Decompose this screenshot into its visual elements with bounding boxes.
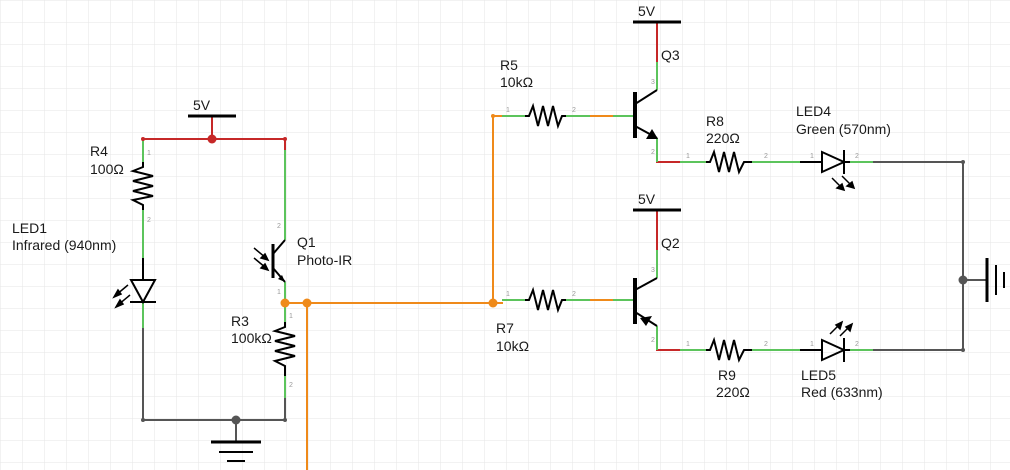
r8-value: 220Ω: [706, 130, 740, 146]
r4-ref: R4: [90, 143, 108, 159]
wire-gnd-left: [142, 327, 286, 421]
wire-gnd-right: [872, 161, 964, 351]
endpoint-dots: [141, 114, 965, 422]
ground-symbol-right: [985, 258, 1005, 302]
svg-text:2: 2: [855, 153, 859, 160]
junctions: [207, 134, 968, 425]
q1-value: Photo-IR: [297, 252, 352, 268]
led5-ref: LED5: [801, 367, 836, 383]
resistor-r8[interactable]: 1 2 R8 220Ω: [686, 113, 768, 175]
led5-emission-arrows: [829, 320, 854, 337]
junction-gnd-left: [231, 415, 241, 425]
led5-red[interactable]: 1 2 LED5 Red (633nm): [800, 320, 883, 400]
led1-ref: LED1: [12, 220, 47, 236]
svg-text:2: 2: [764, 341, 768, 348]
power-rail-q2: 5V: [633, 191, 681, 212]
resistor-r4[interactable]: 1 2 R4 100Ω: [90, 143, 154, 224]
signal-wires: [284, 115, 614, 470]
svg-text:1: 1: [506, 107, 510, 114]
led5-value: Red (633nm): [801, 384, 883, 400]
q3-ref: Q3: [661, 47, 680, 63]
led4-green[interactable]: 1 2 LED4 Green (570nm): [796, 103, 891, 192]
led4-emission-arrows: [831, 175, 856, 192]
svg-text:2: 2: [147, 217, 151, 224]
junction-q1-emitter: [280, 298, 290, 308]
power-label-q3: 5V: [638, 3, 656, 19]
svg-text:1: 1: [810, 341, 814, 348]
svg-text:1: 1: [506, 291, 510, 298]
r5-value: 10kΩ: [500, 74, 533, 90]
junction-5v: [207, 134, 217, 144]
output-wires: [656, 21, 681, 351]
r9-ref: R9: [718, 367, 736, 383]
svg-text:1: 1: [289, 313, 293, 320]
component-leads: [142, 62, 873, 398]
led4-ref: LED4: [796, 103, 831, 119]
r7-ref: R7: [496, 320, 514, 336]
q1-light-arrows: [253, 247, 270, 272]
led1-infrared[interactable]: LED1 Infrared (940nm): [12, 220, 157, 309]
svg-text:1: 1: [277, 289, 281, 296]
resistor-r9[interactable]: 1 2 R9 220Ω: [686, 336, 768, 400]
ground-symbol-left: [211, 440, 261, 462]
svg-text:1: 1: [810, 153, 814, 160]
r5-ref: R5: [500, 57, 518, 73]
transistor-q3[interactable]: 3 2 Q3: [633, 47, 680, 156]
resistor-r3[interactable]: 1 2 R3 100kΩ: [231, 313, 296, 389]
r3-value: 100kΩ: [231, 330, 272, 346]
r4-value: 100Ω: [90, 161, 124, 177]
junction-gnd-right: [958, 275, 968, 285]
svg-text:2: 2: [651, 337, 655, 344]
svg-text:1: 1: [686, 341, 690, 348]
svg-text:2: 2: [289, 382, 293, 389]
led1-value: Infrared (940nm): [12, 237, 116, 253]
resistor-r5[interactable]: 1 2 R5 10kΩ: [500, 57, 576, 130]
led1-emission-arrows: [112, 284, 131, 309]
svg-text:3: 3: [651, 267, 655, 274]
resistor-r7[interactable]: 1 2 R7 10kΩ: [496, 286, 576, 354]
svg-text:2: 2: [651, 149, 655, 156]
r7-value: 10kΩ: [496, 338, 529, 354]
svg-text:3: 3: [651, 79, 655, 86]
svg-text:2: 2: [572, 107, 576, 114]
svg-text:2: 2: [764, 153, 768, 160]
power-rail-q3: 5V: [633, 3, 681, 24]
svg-text:1: 1: [147, 150, 151, 157]
q2-ref: Q2: [661, 235, 680, 251]
svg-text:2: 2: [855, 341, 859, 348]
transistor-q2[interactable]: 3 2 Q2: [633, 235, 680, 344]
r9-value: 220Ω: [716, 384, 750, 400]
ground-wires: [142, 161, 986, 441]
svg-text:2: 2: [277, 223, 281, 230]
r8-ref: R8: [706, 113, 724, 129]
svg-text:1: 1: [686, 153, 690, 160]
q1-ref: Q1: [297, 234, 316, 250]
svg-text:2: 2: [572, 291, 576, 298]
r3-ref: R3: [231, 313, 249, 329]
power-rail-left: 5V: [188, 97, 236, 118]
junction-output: [302, 298, 312, 308]
junction-r7: [488, 298, 498, 308]
power-label-q2: 5V: [638, 191, 656, 207]
power-label-left: 5V: [193, 97, 211, 113]
led4-value: Green (570nm): [796, 121, 891, 137]
phototransistor-q1[interactable]: 2 1 Q1 Photo-IR: [253, 223, 352, 296]
